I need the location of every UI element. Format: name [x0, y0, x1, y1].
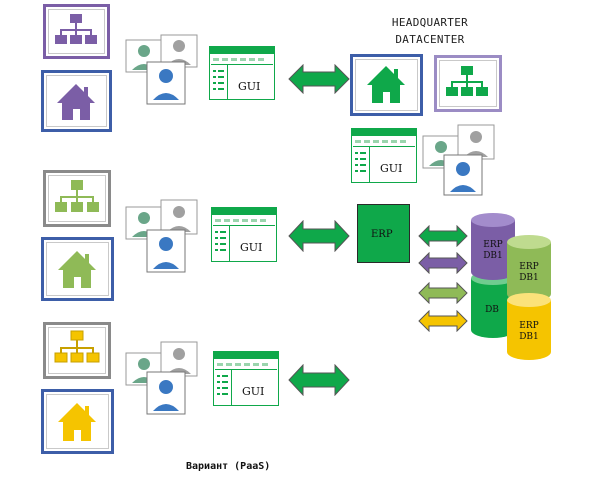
database-icon-yellow — [505, 292, 553, 362]
erp-box — [357, 204, 410, 263]
org-chart-tile-purple — [43, 4, 110, 59]
double-arrow-icon-db-purple — [418, 252, 468, 274]
gui-window-site3 — [213, 351, 279, 406]
users-icon-site1 — [125, 34, 198, 106]
users-icon-site2 — [125, 199, 198, 274]
erp-label: ERP — [371, 229, 393, 240]
gui-window-site2 — [211, 207, 277, 262]
org-chart-tile-lightgreen — [43, 170, 111, 227]
org-chart-icon — [55, 180, 99, 212]
house-icon — [58, 403, 96, 441]
double-arrow-icon-site2 — [288, 220, 350, 252]
org-chart-tile-yellow — [43, 322, 111, 379]
gui-label-site3: GUI — [242, 385, 265, 398]
db-label-yellow: ERP DB1 — [519, 321, 539, 342]
house-tile-yellow — [41, 389, 114, 454]
org-chart-icon — [446, 66, 488, 96]
gui-label-site2: GUI — [240, 241, 263, 254]
db-label-purple: ERP DB1 — [483, 240, 503, 261]
hq-title: HEADQUARTER DATACENTER — [382, 14, 478, 48]
db-label-lightgreen: ERP DB1 — [519, 262, 539, 283]
org-chart-tile-hq — [434, 55, 502, 112]
gui-window-site1 — [209, 46, 275, 100]
caption: Вариант (PaaS) — [186, 461, 271, 472]
users-icon-site3 — [125, 341, 198, 416]
house-icon — [58, 251, 96, 288]
hq-title-line1: HEADQUARTER — [391, 16, 469, 29]
double-arrow-icon-site3 — [288, 364, 350, 396]
org-chart-icon — [55, 14, 97, 44]
database-icon-lightgreen — [505, 234, 553, 304]
double-arrow-icon-db-yellow — [418, 310, 468, 332]
house-tile-hq — [350, 54, 423, 116]
house-icon — [57, 84, 95, 120]
gui-label-hq: GUI — [380, 162, 403, 175]
users-icon-hq — [422, 124, 495, 196]
gui-window-hq — [351, 128, 417, 183]
house-icon — [367, 66, 405, 103]
db-label-green: DB — [485, 305, 499, 315]
database-icon-purple — [469, 212, 517, 282]
gui-label-site1: GUI — [238, 80, 261, 93]
org-chart-icon — [54, 330, 100, 363]
double-arrow-icon-db-green — [418, 225, 468, 247]
hq-title-line2: DATACENTER — [395, 33, 465, 46]
house-tile-purple — [41, 70, 112, 132]
house-tile-lightgreen — [41, 237, 114, 301]
double-arrow-icon-site1 — [288, 64, 350, 94]
double-arrow-icon-db-lightgreen — [418, 282, 468, 304]
